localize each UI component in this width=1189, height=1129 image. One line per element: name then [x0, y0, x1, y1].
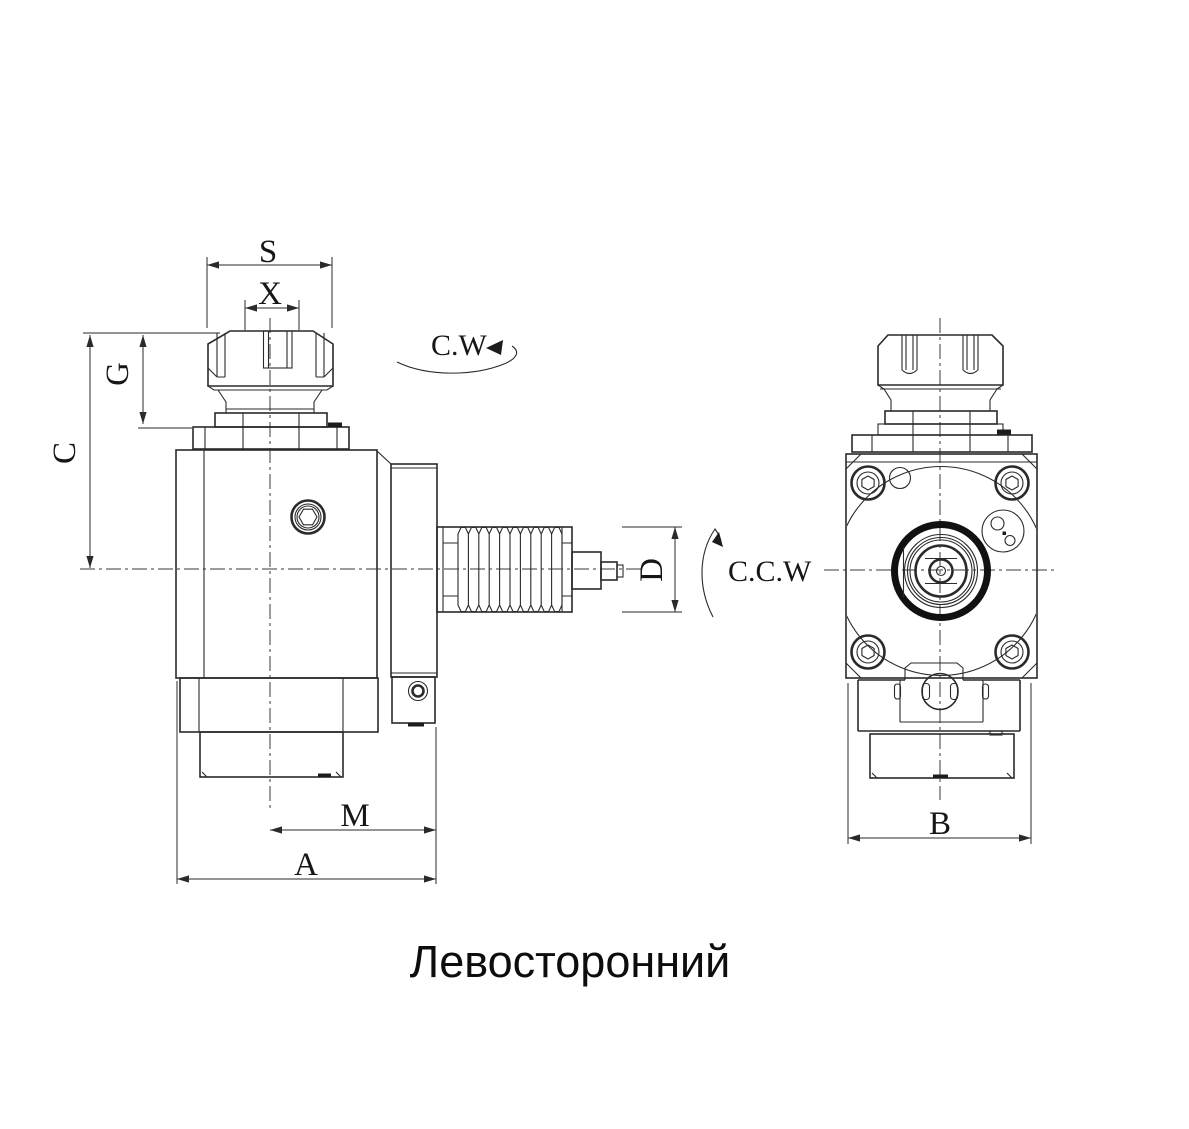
- collet-nut: [207, 330, 334, 391]
- caption: Левосторонний: [410, 936, 731, 987]
- base-step-front: [869, 730, 1015, 779]
- dimensions-right: B: [847, 683, 1032, 844]
- set-screw-mark: [328, 422, 342, 428]
- dim-label-s: S: [259, 234, 277, 270]
- cw-label: C.W: [431, 329, 488, 362]
- coolant-ports: [981, 509, 1025, 553]
- set-screw-mark: [997, 429, 1011, 435]
- corner-bolt-icon: [994, 465, 1030, 501]
- corner-bolt-icon: [850, 465, 886, 501]
- bolt-circle: [847, 465, 1036, 677]
- dim-label-m: M: [340, 798, 369, 834]
- dim-label-a: A: [294, 847, 318, 883]
- dowel-hole: [888, 466, 912, 490]
- corner-bolt-icon: [994, 634, 1030, 670]
- clamp-bracket: [391, 676, 436, 727]
- spindle-nose: [891, 521, 991, 621]
- ccw-label: C.C.W: [728, 555, 812, 588]
- rotation-arrows: C.W C.C.W: [396, 329, 812, 618]
- body-front: [845, 453, 1038, 679]
- corner-bolt-icon: [850, 634, 886, 670]
- thread-teeth: [457, 526, 563, 613]
- dim-label-d: D: [634, 558, 670, 582]
- neck-spacer-flange: [192, 389, 350, 450]
- centerlines: [80, 318, 642, 812]
- dimensions-left: S X C G D M A: [47, 234, 682, 884]
- left-view: S X C G D M A: [47, 234, 812, 884]
- dim-label-b: B: [929, 806, 951, 842]
- cw-rotation-arrow-icon: [396, 340, 518, 374]
- dim-label-g: G: [100, 362, 136, 386]
- main-body: [175, 449, 392, 679]
- right-view: B: [824, 318, 1058, 844]
- socket-screw-icon: [290, 499, 326, 535]
- side-plate: [390, 463, 438, 678]
- dim-label-x: X: [258, 276, 282, 312]
- dim-label-c: C: [47, 442, 83, 464]
- vdi-shank: [436, 526, 624, 613]
- ccw-rotation-arrow-icon: [701, 528, 723, 618]
- base-steps: [179, 677, 379, 778]
- collet-nut-front: [877, 334, 1004, 390]
- neck-spacer-flange: [851, 388, 1033, 453]
- clamp-block-front: [857, 662, 1021, 732]
